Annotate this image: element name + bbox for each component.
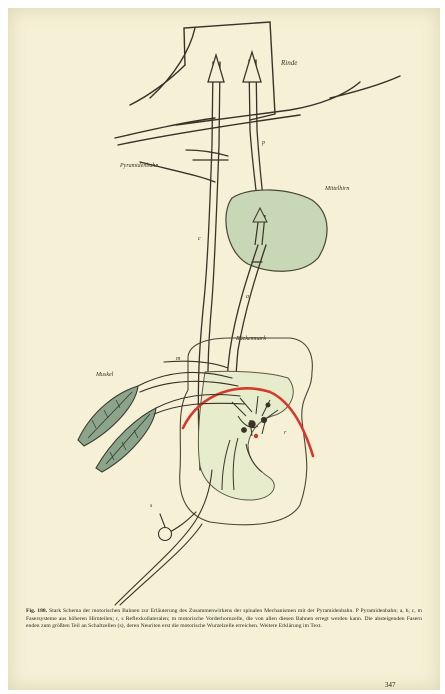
label-gray-matter: Rückenmark [236,336,266,342]
label-fiber-m: m [176,356,180,362]
figure-number: Fig. 188. [26,608,47,614]
label-fiber-a: a [246,294,249,300]
label-brain: Rinde [281,60,297,67]
label-muscle: Muskel [96,372,113,378]
label-fiber-c: c [198,236,201,242]
sensory-fiber [115,470,212,605]
caption-text: Stark Schema der motorischen Bahnen zur … [26,608,422,629]
muscle-group [78,386,156,472]
figure-caption: Fig. 188. Stark Schema der motorischen B… [26,608,422,631]
label-pyramid-tract: Pyramidenbahn [120,163,158,169]
label-fiber-s: s [150,503,152,509]
label-fiber-p: p [262,140,265,146]
page-number: 347 [385,681,396,689]
label-fiber-r: r [284,430,286,436]
midbrain-nucleus [226,190,327,271]
label-midbrain: Mittelhirn [325,186,349,192]
